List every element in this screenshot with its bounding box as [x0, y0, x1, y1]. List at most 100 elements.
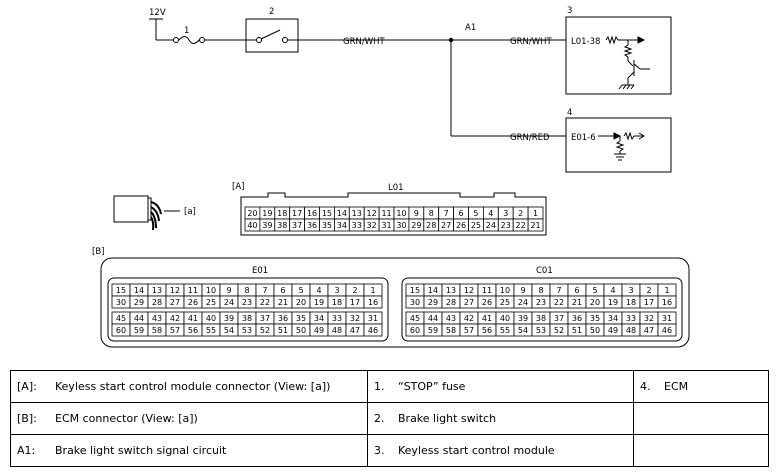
legend-cell: 4.ECM [633, 370, 769, 403]
pin-number: 42 [170, 314, 180, 323]
connector-a-name: L01 [388, 183, 404, 193]
legend-cell-empty [633, 434, 769, 467]
pin-number: 26 [188, 298, 198, 307]
pin-number: 7 [262, 286, 267, 295]
pin-number: 2 [352, 286, 357, 295]
pin-number: 8 [538, 286, 543, 295]
pin-number: 36 [307, 221, 317, 230]
legend-key: [B]: [17, 412, 37, 425]
pin-number: 19 [608, 298, 618, 307]
pin-number: 30 [410, 298, 420, 307]
switch-contact-right [282, 37, 288, 43]
pin-number: 42 [464, 314, 474, 323]
pin-number: 18 [277, 209, 287, 218]
pin-number: 11 [482, 286, 492, 295]
pin-number: 1 [370, 286, 375, 295]
keyless-module-box [565, 16, 672, 95]
pin-number: 57 [170, 326, 180, 335]
pin-number: 12 [367, 209, 377, 218]
pin-number: 35 [296, 314, 306, 323]
pin-number: 15 [322, 209, 332, 218]
terminal-l01-label: L01-38 [571, 37, 600, 47]
view-label: [a] [184, 207, 196, 217]
pin-number: 30 [116, 298, 126, 307]
pin-number: 20 [247, 209, 257, 218]
switch-blade [260, 29, 281, 40]
legend-cell: 1. “STOP” fuse [367, 370, 634, 403]
legend-text: Brake light switch signal circuit [55, 444, 227, 457]
connector-a-tag: [A] [232, 182, 244, 192]
legend-row: [B]:ECM connector (View: [a]) 2.Brake li… [10, 402, 769, 435]
pin-number: 60 [410, 326, 420, 335]
pin-cell [657, 295, 677, 309]
pin-number: 22 [260, 298, 270, 307]
pin-number: 45 [410, 314, 420, 323]
pin-number: 28 [152, 298, 162, 307]
pin-number: 8 [429, 209, 434, 218]
pin-number: 6 [574, 286, 579, 295]
legend-cell: [A]:Keyless start control module connect… [10, 370, 368, 403]
pin-number: 30 [396, 221, 406, 230]
pin-number: 44 [134, 314, 144, 323]
legend-cell-empty [633, 402, 769, 435]
pin-number: 38 [242, 314, 252, 323]
pin-number: 2 [518, 209, 523, 218]
legend-key: A1: [17, 444, 36, 457]
pin-number: 4 [488, 209, 493, 218]
pin-number: 29 [134, 298, 144, 307]
legend-text: “STOP” fuse [398, 380, 466, 393]
pin-number: 45 [116, 314, 126, 323]
legend-cell: 3.Keyless start control module [367, 434, 634, 467]
pin-number: 16 [368, 298, 378, 307]
pin-number: 23 [242, 298, 252, 307]
pin-number: 10 [500, 286, 510, 295]
pin-number: 33 [352, 221, 362, 230]
pin-number: 60 [116, 326, 126, 335]
fuse-symbol [178, 36, 200, 44]
pin-number: 41 [188, 314, 198, 323]
pin-number: 33 [626, 314, 636, 323]
pin-number: 3 [628, 286, 633, 295]
module-3-internal [605, 35, 650, 90]
fuse-terminal-right [199, 37, 205, 43]
pin-number: 55 [206, 326, 216, 335]
pin-number: 56 [188, 326, 198, 335]
wiring-diagram: 12V 1 2 3 4 GRN/WHT A1 GRN/WHT GRN/RED L… [92, 6, 690, 348]
pin-number: 2 [646, 286, 651, 295]
legend-text: ECM [664, 380, 689, 393]
pin-number: 31 [381, 221, 391, 230]
fuse-terminal-left [173, 37, 179, 43]
wire-branch-top-label: GRN/WHT [510, 37, 553, 47]
pin-number: 43 [152, 314, 162, 323]
pin-number: 17 [644, 298, 654, 307]
pin-number: 46 [662, 326, 672, 335]
junction-dot [448, 37, 454, 43]
pin-number: 36 [278, 314, 288, 323]
pin-number: 49 [608, 326, 618, 335]
pin-number: 35 [322, 221, 332, 230]
pin-number: 25 [500, 298, 510, 307]
l01-input-resistor [605, 35, 619, 45]
l01-pull-resistor [623, 44, 633, 58]
pin-number: 54 [224, 326, 234, 335]
pin-number: 59 [134, 326, 144, 335]
pin-number: 22 [516, 221, 526, 230]
pin-number: 32 [350, 314, 360, 323]
pin-number: 16 [307, 209, 317, 218]
pin-number: 21 [278, 298, 288, 307]
legend-key: 1. [374, 380, 385, 393]
pin-number: 5 [298, 286, 303, 295]
pin-number: 49 [314, 326, 324, 335]
pin-number: 21 [572, 298, 582, 307]
pin-number: 41 [482, 314, 492, 323]
pin-number: 18 [332, 298, 342, 307]
switch-contact-left [256, 37, 262, 43]
pin-number: 13 [152, 286, 162, 295]
legend-cell: [B]:ECM connector (View: [a]) [10, 402, 368, 435]
connector-lock [147, 197, 152, 221]
pin-number: 47 [644, 326, 654, 335]
pin-number: 17 [350, 298, 360, 307]
pin-number: 7 [444, 209, 449, 218]
